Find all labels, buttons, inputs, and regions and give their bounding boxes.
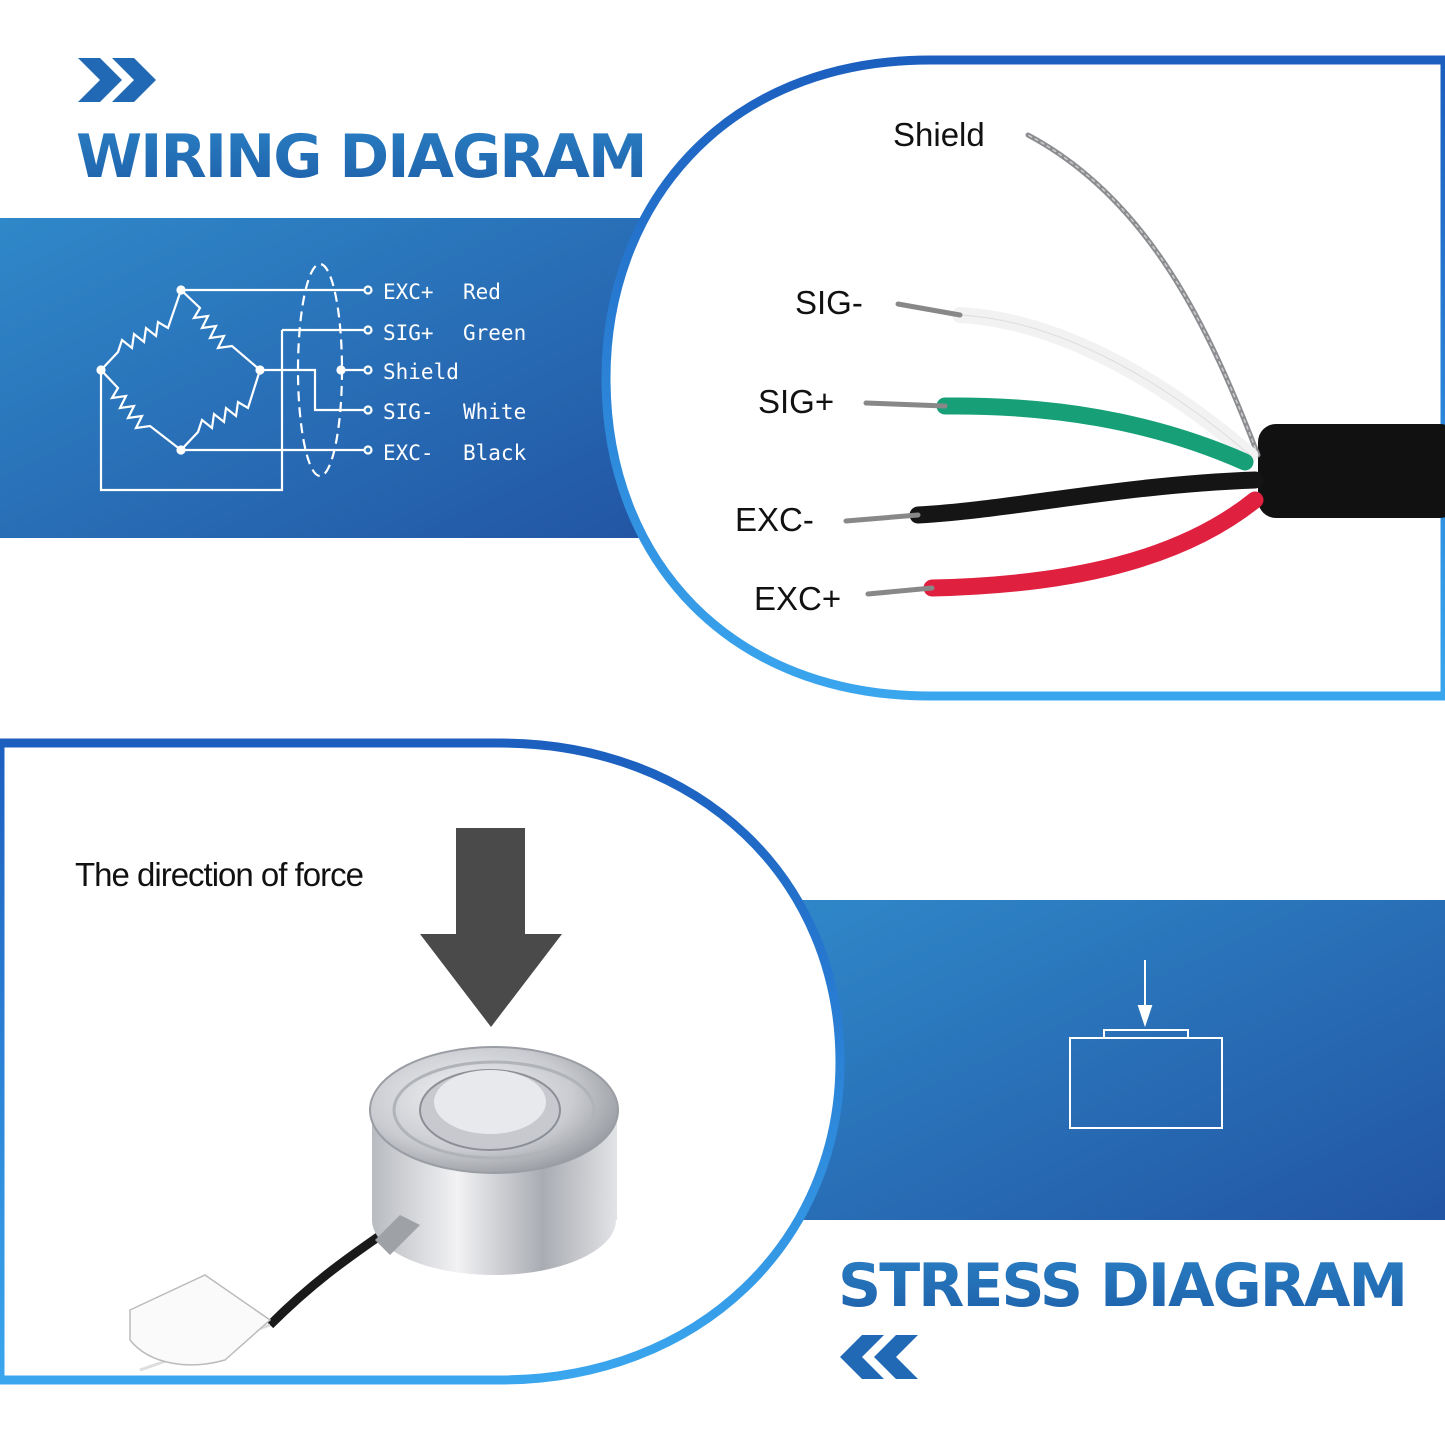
label-sig-plus: SIG+ <box>758 383 834 420</box>
label-exc-plus: EXC+ <box>754 580 841 617</box>
legend-color: Red <box>463 280 501 304</box>
wiring-title: WIRING DIAGRAM <box>76 122 646 192</box>
chevrons-left-icon <box>840 1335 918 1379</box>
cable-photo <box>843 132 1445 597</box>
legend-signal: SIG+ <box>383 321 434 345</box>
stress-icon <box>1069 960 1223 1129</box>
stress-title: STRESS DIAGRAM <box>838 1251 1406 1321</box>
label-sig-minus: SIG- <box>795 284 863 321</box>
force-arrow-icon <box>420 828 562 1027</box>
legend-signal: Shield <box>383 360 459 384</box>
stress-band <box>780 900 1445 1220</box>
bridge-schematic <box>96 262 373 492</box>
label-exc-minus: EXC- <box>735 501 814 538</box>
chevrons-right-icon <box>78 58 156 102</box>
legend-color: Green <box>463 321 526 345</box>
wiring-band <box>0 218 660 538</box>
legend-color: Black <box>463 441 527 465</box>
legend-signal: EXC- <box>383 441 434 465</box>
legend-signal: SIG- <box>383 400 434 424</box>
label-shield: Shield <box>893 116 985 153</box>
load-cell-photo <box>129 1046 619 1372</box>
wire-legend: EXC+ Red SIG+ Green Shield SIG- White EX… <box>383 280 527 465</box>
force-direction-label: The direction of force <box>75 856 363 893</box>
legend-signal: EXC+ <box>383 280 434 304</box>
legend-color: White <box>463 400 526 424</box>
wire-photo-panel <box>601 55 1445 701</box>
